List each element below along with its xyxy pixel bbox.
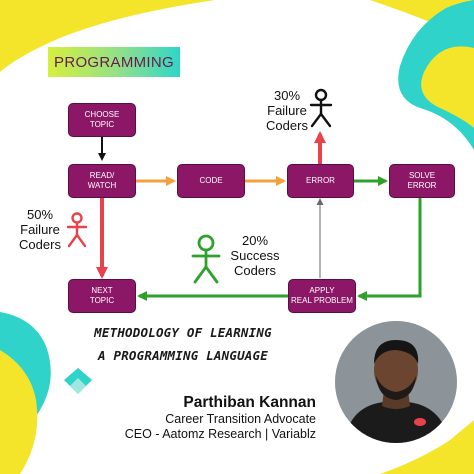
decor-yellow-bottom [0,350,38,474]
decor-teal-diamond-light [70,378,86,394]
node-code: CODE [177,164,245,198]
heading-line-2: A PROGRAMMING LANGUAGE [98,348,268,363]
annotation-failure-30: 30% Failure Coders [266,88,308,133]
stick-figure-failure-left-icon [66,212,88,248]
author-role-2: CEO - Aatomz Research | Variablz [124,427,316,441]
annotation-failure-50: 50% Failure Coders [19,207,61,252]
decor-yellow-mid [421,46,474,128]
node-apply-real-problem: APPLY REAL PROBLEM [288,279,356,313]
node-next-topic: NEXT TOPIC [68,279,136,313]
category-tag: PROGRAMMING [48,47,180,77]
decor-yellow-top [0,0,215,72]
node-choose-topic: CHOOSE TOPIC [68,103,136,137]
node-error: ERROR [287,164,354,198]
node-solve-error: SOLVE ERROR [389,164,455,198]
arrow-solve-to-apply [357,197,422,301]
heading-line-1: METHODOLOGY OF LEARNING [94,325,272,340]
stick-figure-failure-top-icon [309,88,333,128]
author-photo [335,321,457,443]
decor-yellow-bottom-right [380,420,474,474]
author-role-1: Career Transition Advocate [165,412,316,426]
node-read-watch: READ/ WATCH [68,164,136,198]
stick-figure-success-icon [191,234,221,284]
annotation-success-20: 20% Success Coders [230,233,280,278]
author-name: Parthiban Kannan [183,394,316,411]
